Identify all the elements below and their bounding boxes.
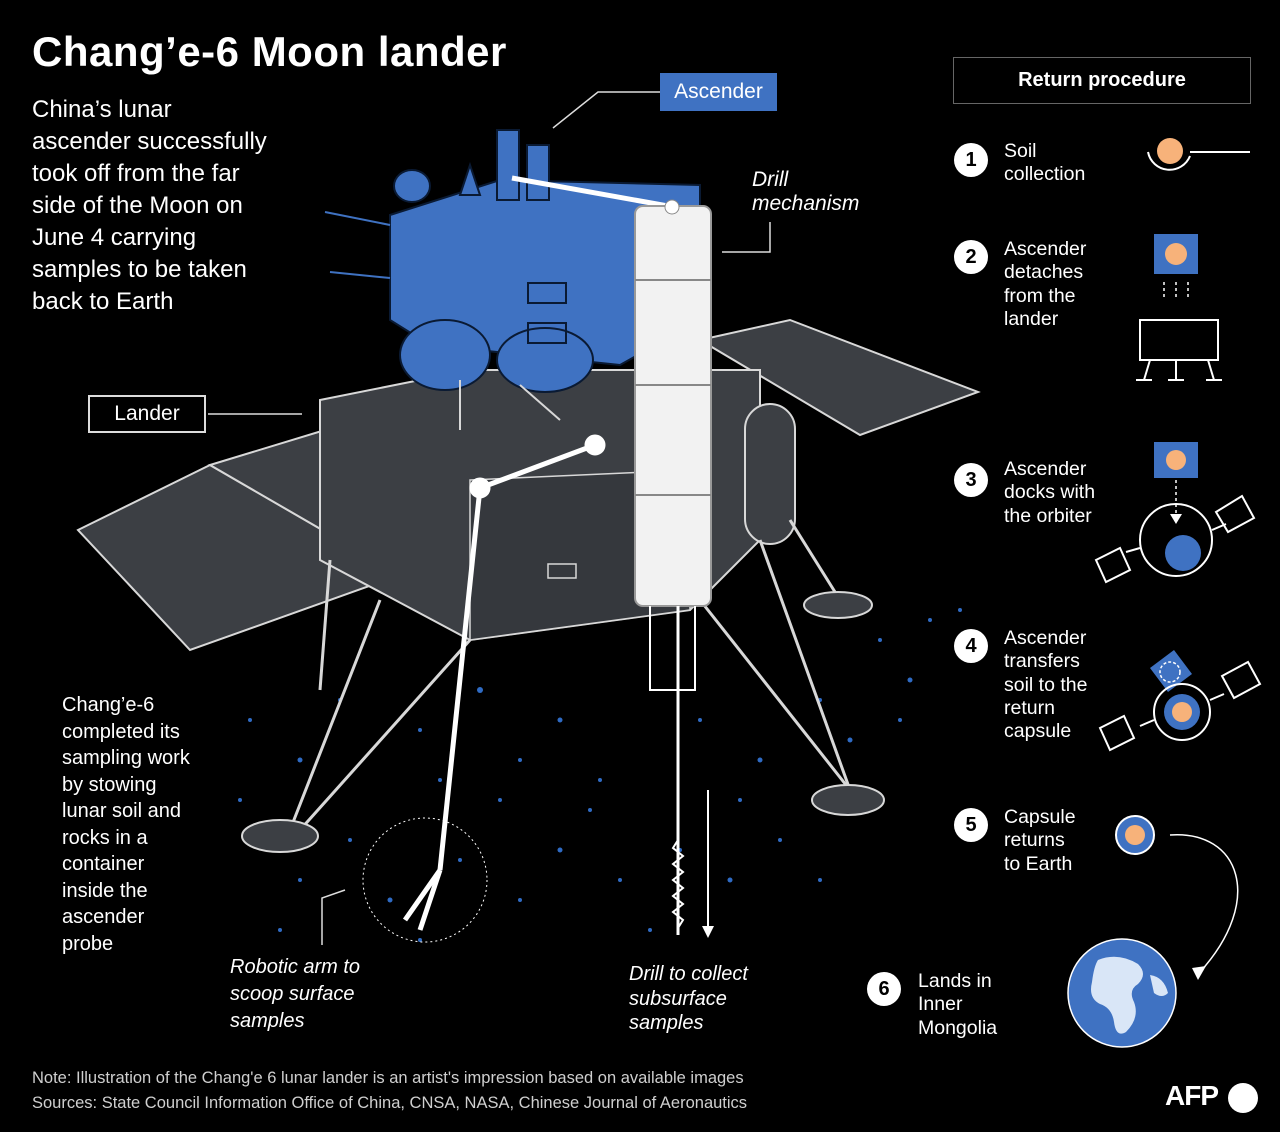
return-procedure-header: Return procedure	[953, 57, 1251, 104]
intro-text: China’s lunar ascender successfully took…	[32, 94, 302, 318]
sources-note: Sources: State Council Information Offic…	[32, 1094, 748, 1112]
caption-line: Robotic arm to	[230, 956, 361, 978]
leader-lines	[208, 91, 771, 945]
ascender-detach-icon	[1136, 234, 1222, 381]
intro-line: back to Earth	[32, 288, 174, 315]
note-line: Chang’e-6	[62, 694, 155, 716]
page-title: Chang’e-6 Moon lander	[32, 28, 507, 75]
step-text: Ascender detaches from the lander	[1004, 238, 1086, 331]
step-text: Ascender docks with the orbiter	[1004, 458, 1095, 528]
note-line: probe	[62, 932, 114, 955]
step-number: 5	[954, 808, 988, 842]
step-line: from the	[1004, 284, 1076, 307]
drill-caption: Drill to collect subsurface samples	[629, 962, 748, 1036]
step-text: Ascender transfers soil to the return ca…	[1004, 627, 1087, 743]
caption-line: subsurface	[629, 987, 727, 1010]
scoop-area-circle	[362, 817, 488, 943]
afp-logo: AFP	[1165, 1080, 1219, 1111]
caption-line: samples	[629, 1012, 704, 1034]
step-line: the orbiter	[1004, 504, 1092, 527]
footer-notes: Note: Illustration of the Chang'e 6 luna…	[32, 1066, 747, 1116]
step-line: Soil	[1004, 140, 1037, 162]
footpad	[241, 819, 319, 853]
step-number: 4	[954, 629, 988, 663]
intro-line: took off from the far	[32, 160, 240, 187]
soil-transfer-icon	[1098, 650, 1262, 752]
drill-mechanism-label: Drill mechanism	[752, 168, 859, 216]
right-solar-panel	[697, 318, 981, 437]
note-line: by stowing	[62, 773, 157, 796]
note-line: inside the	[62, 879, 148, 902]
note-line: ascender	[62, 906, 145, 928]
step-line: Ascender	[1004, 238, 1087, 260]
step-line: collection	[1004, 163, 1086, 186]
step-line: docks with	[1004, 481, 1096, 504]
step-line: Ascender	[1004, 458, 1087, 480]
step-line: returns	[1004, 829, 1065, 852]
label-line: mechanism	[752, 192, 860, 215]
step-line: lander	[1004, 307, 1059, 330]
step-text: Capsule returns to Earth	[1004, 806, 1076, 876]
step-text: Soil collection	[1004, 140, 1085, 187]
step-number: 1	[954, 143, 988, 177]
intro-line: side of the Moon on	[32, 192, 243, 219]
step-number: 2	[954, 240, 988, 274]
note-line: lunar soil and	[62, 800, 181, 822]
intro-line: China’s lunar	[32, 96, 172, 123]
footpad	[803, 591, 873, 619]
lander-label: Lander	[88, 395, 206, 433]
sampling-note: Chang’e-6 completed its sampling work by…	[62, 692, 262, 957]
step-line: Ascender	[1004, 627, 1087, 649]
label-line: Drill	[752, 168, 789, 191]
robotic-arm	[402, 434, 606, 931]
drill-mechanism	[634, 199, 714, 938]
step-text: Lands in Inner Mongolia	[918, 970, 997, 1040]
step-line: to Earth	[1004, 852, 1073, 875]
ascender-module	[324, 129, 701, 430]
step-line: return	[1004, 696, 1055, 719]
step-line: Capsule	[1004, 806, 1076, 828]
afp-logo-dot	[1228, 1083, 1258, 1113]
footpad	[811, 784, 885, 816]
step-line: Inner	[918, 993, 963, 1016]
caption-line: Drill to collect	[629, 963, 748, 985]
intro-line: samples to be taken	[32, 256, 247, 283]
step-line: transfers	[1004, 650, 1080, 673]
note-line: container	[62, 853, 145, 875]
docking-icon	[1094, 442, 1256, 584]
caption-line: samples	[230, 1010, 305, 1032]
intro-line: June 4 carrying	[32, 224, 197, 251]
step-line: detaches	[1004, 261, 1084, 284]
step-line: capsule	[1004, 720, 1072, 743]
intro-line: ascender successfully	[32, 128, 267, 155]
note-line: rocks in a	[62, 826, 148, 849]
illustration-note: Note: Illustration of the Chang'e 6 luna…	[32, 1069, 744, 1087]
step-number: 6	[867, 972, 901, 1006]
lunar-dust	[238, 608, 962, 942]
step-line: soil to the	[1004, 673, 1088, 696]
step-line: Mongolia	[918, 1016, 998, 1039]
note-line: sampling work	[62, 747, 190, 769]
soil-collection-icon	[1147, 138, 1250, 171]
caption-line: scoop surface	[230, 983, 355, 1005]
earth-icon	[1067, 938, 1177, 1048]
fuel-tank	[744, 403, 796, 545]
note-line: completed its	[62, 720, 180, 743]
capsule-return-icon	[1115, 815, 1239, 980]
ascender-label: Ascender	[660, 73, 777, 111]
step-number: 3	[954, 463, 988, 497]
lander-legs	[288, 519, 852, 832]
robotic-arm-caption: Robotic arm to scoop surface samples	[230, 954, 360, 1035]
step-line: Lands in	[918, 970, 992, 992]
